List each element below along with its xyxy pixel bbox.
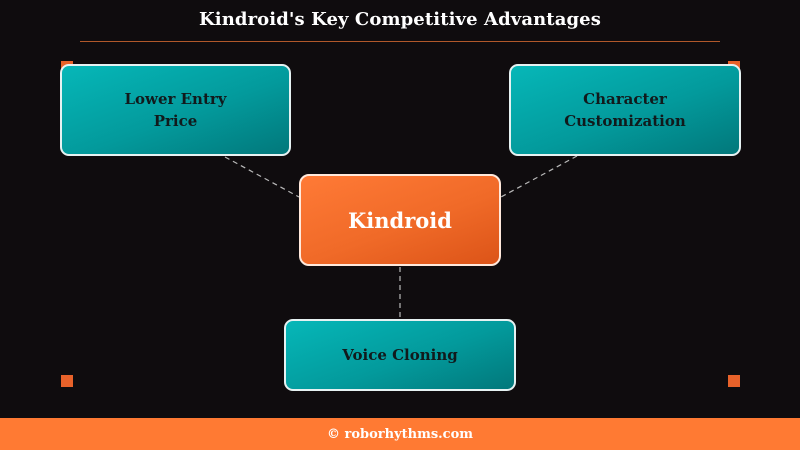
center-node-label: Kindroid [348, 207, 452, 233]
connector-left [224, 156, 300, 198]
connector-right [500, 155, 578, 198]
node-voice-cloning: Voice Cloning [284, 319, 516, 391]
diagram-title: Kindroid's Key Competitive Advantages [199, 9, 601, 30]
corner-marker-bottom-left [61, 375, 73, 387]
footer-credit: © roborhythms.com [326, 426, 474, 442]
corner-marker-bottom-right [728, 375, 740, 387]
node-label: Voice Cloning [342, 346, 458, 364]
title-divider [80, 41, 720, 42]
footer-bar: © roborhythms.com [0, 418, 800, 450]
node-character-customization: Character Customization [509, 64, 741, 156]
node-label: Character Customization [564, 90, 686, 130]
node-label: Lower Entry Price [124, 90, 227, 130]
center-node-kindroid: Kindroid [299, 174, 501, 266]
node-lower-entry-price: Lower Entry Price [60, 64, 291, 156]
